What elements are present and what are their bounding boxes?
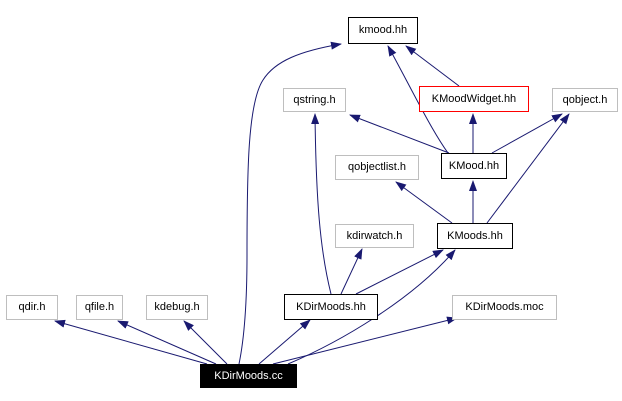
node-qstring-h[interactable]: qstring.h [283,88,346,112]
node-label: KDirMoods.cc [214,369,283,382]
node-label: qobject.h [562,93,608,106]
edge-kmoodshh-qobjectlisth [395,181,453,224]
node-qobject-h[interactable]: qobject.h [552,88,618,112]
node-kmood-hh[interactable]: kmood.hh [348,17,418,44]
node-label: qobjectlist.h [347,161,407,173]
node-kmoods-hh[interactable]: KMoods.hh [437,223,513,249]
node-qobjectlist-h[interactable]: qobjectlist.h [335,155,419,180]
edge-kdirmoodshh-kmoodshh [355,249,444,295]
node-qdir-h[interactable]: qdir.h [6,295,58,320]
node-label: KMoodWidget.hh [431,92,517,105]
node-label: KMood.hh [448,159,500,172]
node-label: KMoods.hh [447,229,503,242]
node-kdirmoods-moc[interactable]: KDirMoods.moc [452,295,557,320]
edge-kdirmoodscc-qdirh [54,319,208,365]
edge-kdirmoodscc-kdirmoodshh [258,319,311,365]
edge-kmoodwidgethh-kmoodhh [405,45,460,87]
node-label: qstring.h [293,93,336,106]
edge-kdirmoodshh-kdirwatchh [340,248,363,295]
edge-kdirmoodshh-qstringh [311,113,332,295]
edge-kmoodshh-qobjecth [486,113,570,224]
node-label: kdirwatch.h [346,229,403,242]
node-kdirmoods-hh[interactable]: KDirMoods.hh [284,294,378,320]
node-label: qfile.h [84,301,115,313]
node-label: kmood.hh [358,24,408,36]
node-kdirmoods-cc[interactable]: KDirMoods.cc [200,364,297,388]
node-kdirwatch-h[interactable]: kdirwatch.h [335,224,414,248]
node-label: qdir.h [18,301,46,313]
node-label: KDirMoods.moc [465,301,544,313]
node-kdebug-h[interactable]: kdebug.h [146,295,208,320]
edge-kmoodhh-qstringh [349,114,450,154]
edge-kdirmoodscc-kmoodhh [238,41,342,365]
edge-kdirmoodscc-kdebugh [183,320,228,365]
node-kmoodwidget-hh[interactable]: KMoodWidget.hh [419,86,529,112]
node-label: KDirMoods.hh [296,300,366,313]
node-qfile-h[interactable]: qfile.h [76,295,123,320]
node-kmood2-hh[interactable]: KMood.hh [441,153,507,179]
edge-kdirmoodscc-kdirmoodsmoc [272,316,458,365]
edge-kdirmoodscc-qfileh [117,320,217,365]
edge-kmoodhh-qobjecth [491,113,563,154]
node-label: kdebug.h [154,301,200,313]
